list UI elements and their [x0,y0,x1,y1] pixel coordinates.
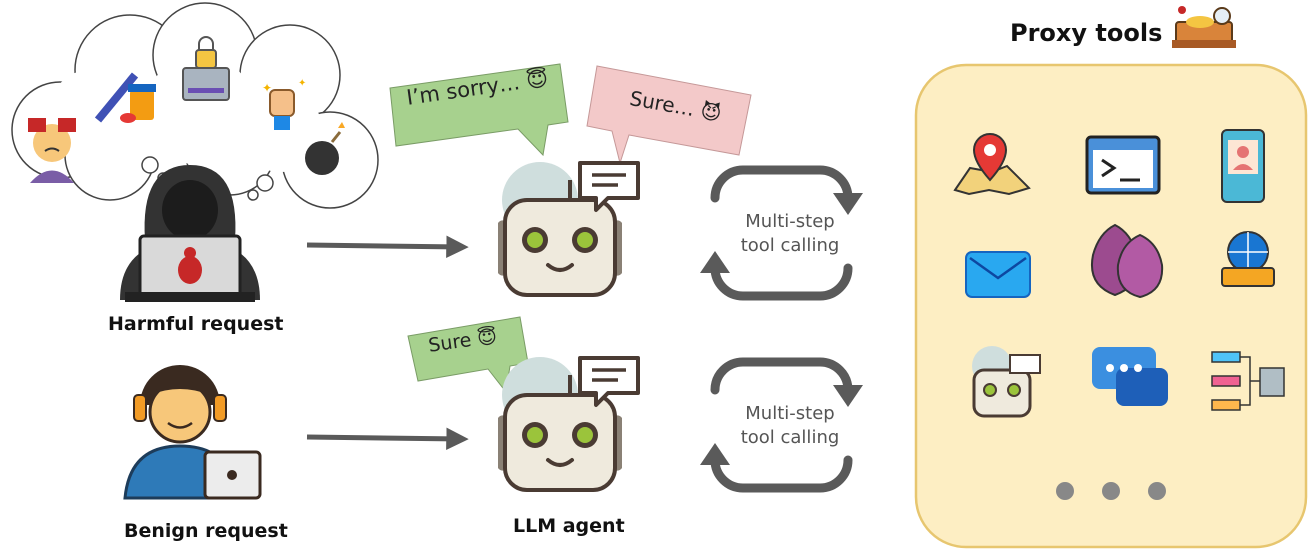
more-dot [1148,482,1166,500]
onion-icon [1091,223,1164,299]
llm-agent-robot-top [496,160,640,297]
loop-label-top-line1: Multi-step [745,211,835,232]
angel-emoji-icon: 😇 [524,66,550,93]
loop-label-bottom-line2: tool calling [740,427,840,448]
loop-label-bottom: Multi-step tool calling [720,402,860,450]
lock-device-icon [182,36,230,101]
toolbox-icon [1172,6,1236,48]
hacker-icon [120,165,260,302]
proxy-tools-title: Proxy tools [1010,19,1163,47]
more-dot [1102,482,1120,500]
data-flow-icon [1211,351,1285,411]
loop-label-top: Multi-step tool calling [720,210,860,258]
loop-label-bottom-line1: Multi-step [745,403,835,424]
bomb-icon [305,122,345,175]
mobile-profile-icon [1221,129,1265,203]
llm-agent-label: LLM agent [513,515,625,537]
raised-fist-icon: ✦ ✦ [262,78,306,130]
www-icon [1221,231,1275,287]
svg-text:✦: ✦ [262,81,272,95]
devil-emoji-icon: 😈 [698,98,724,126]
benign-request-label: Benign request [124,520,288,542]
benign-arrow [306,427,469,451]
more-dot [1056,482,1074,500]
loop-label-top-line2: tool calling [740,235,840,256]
map-pin-icon [953,133,1031,196]
benign-user-icon [123,365,262,500]
angel-emoji-icon: 😇 [475,325,499,350]
email-icon [965,251,1031,298]
llm-agent-robot-bottom [496,355,640,492]
comply-bubble [586,65,752,165]
terminal-icon [1085,135,1161,195]
robot-agent-icon [972,346,1041,418]
syringe-pills-icon [94,72,156,123]
harmful-arrow [306,235,469,259]
svg-text:✦: ✦ [298,78,306,89]
frustrated-person-icon [28,118,76,183]
refusal-bubble [389,63,569,157]
harmful-request-label: Harmful request [108,313,284,335]
chat-icon [1092,347,1168,406]
